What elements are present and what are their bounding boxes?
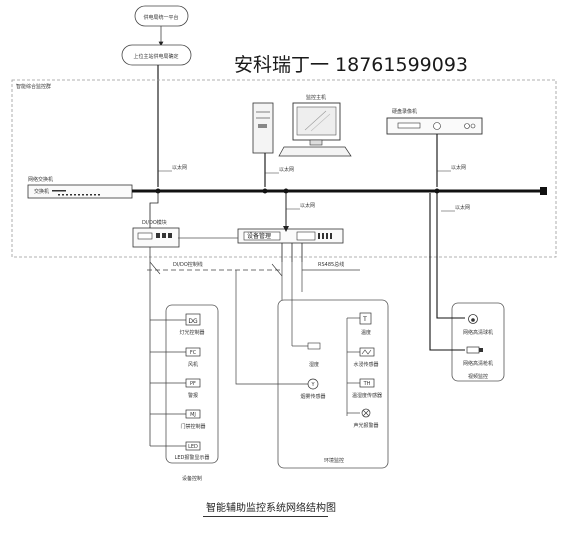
svg-text:门禁控制器: 门禁控制器 <box>180 423 205 430</box>
svg-text:以太网: 以太网 <box>455 204 470 211</box>
svg-text:LED报警显示器: LED报警显示器 <box>175 454 210 461</box>
svg-text:MJ: MJ <box>190 412 196 418</box>
svg-text:温度: 温度 <box>361 329 371 336</box>
upper-system-node <box>121 44 192 66</box>
svg-text:灯光控制器: 灯光控制器 <box>179 329 204 336</box>
video-monitor-title: 视频监控 <box>468 373 488 380</box>
svg-text:网络高清球机: 网络高清球机 <box>463 329 493 336</box>
env-monitor-items: 湿度 Y 烟雾传感器 T 温度 水浸传感器 TH 温湿度传感器 声光报警器 <box>235 262 382 429</box>
zone-title: 智能综合监控群 <box>16 83 51 90</box>
dido-uplink <box>149 191 159 228</box>
svg-text:烟雾传感器: 烟雾传感器 <box>300 393 325 400</box>
dome-link <box>436 193 465 319</box>
comm-manager-icon <box>237 228 344 244</box>
bullet-link <box>429 193 465 351</box>
video-recorder-label: 硬盘录像机 <box>392 108 417 115</box>
svg-text:T: T <box>362 316 367 323</box>
svg-text:PF: PF <box>190 381 196 387</box>
svg-text:Y: Y <box>310 382 315 388</box>
svg-text:以太网: 以太网 <box>451 164 466 171</box>
svg-text:温湿度传感器: 温湿度传感器 <box>352 392 382 399</box>
switch-ports <box>52 190 100 196</box>
device-control-title: 设备控制 <box>182 475 202 482</box>
svg-text:声光报警器: 声光报警器 <box>353 422 378 429</box>
dido-cable-label: DI/DO控制线 <box>173 261 203 268</box>
dido-module-icon <box>132 227 180 248</box>
caption-underline <box>203 516 328 517</box>
bus-terminator <box>540 187 547 195</box>
svg-text:以太网: 以太网 <box>279 166 294 173</box>
svg-text:网络高清枪机: 网络高清枪机 <box>463 360 493 367</box>
svg-text:TH: TH <box>363 381 371 387</box>
svg-text:LED: LED <box>188 444 198 450</box>
monitor-host-label: 监控主机 <box>306 94 326 101</box>
svg-text:DG: DG <box>188 318 198 325</box>
monitoring-zone <box>11 79 557 258</box>
rs485-label: RS485总线 <box>318 261 344 268</box>
svg-text:FC: FC <box>190 350 197 356</box>
ethernet-labels: 以太网 以太网 以太网 以太网 以太网 <box>158 164 470 212</box>
svg-text:以太网: 以太网 <box>172 164 187 171</box>
video-monitor-panel <box>451 302 505 382</box>
top-system-node <box>134 5 189 27</box>
network-switch-label: 网络交换机 <box>28 176 53 183</box>
top-system-label: 供电局统一平台 <box>143 14 178 21</box>
diagram-caption: 智能辅助监控系统网络结构图 <box>206 503 336 514</box>
video-monitor-items: 网络高清球机 网络高清枪机 <box>463 314 493 367</box>
device-control-items: DG 灯光控制器 FC 风机 PF 警报 MJ 门禁控制器 LED LED报警显… <box>150 313 210 461</box>
monitor-host-icon <box>252 102 352 157</box>
upper-system-label: 上位主站供电局确定 <box>133 53 178 60</box>
watermark-text: 安科瑞丁一 18761599093 <box>234 54 469 76</box>
svg-text:水浸传感器: 水浸传感器 <box>353 361 378 368</box>
cable-tick-1 <box>149 261 161 275</box>
svg-text:警报: 警报 <box>188 392 198 399</box>
svg-text:湿度: 湿度 <box>309 361 319 368</box>
cable-tick-2 <box>271 263 283 277</box>
svg-text:风机: 风机 <box>188 361 198 368</box>
video-recorder-icon <box>386 117 483 135</box>
svg-text:以太网: 以太网 <box>300 202 315 209</box>
env-monitor-title: 环境监控 <box>324 457 344 464</box>
comm-manager-label: 设备管理 <box>247 232 271 240</box>
switch-label: 交换机 <box>34 188 49 195</box>
dido-module-label: DI/DO模块 <box>142 219 167 226</box>
